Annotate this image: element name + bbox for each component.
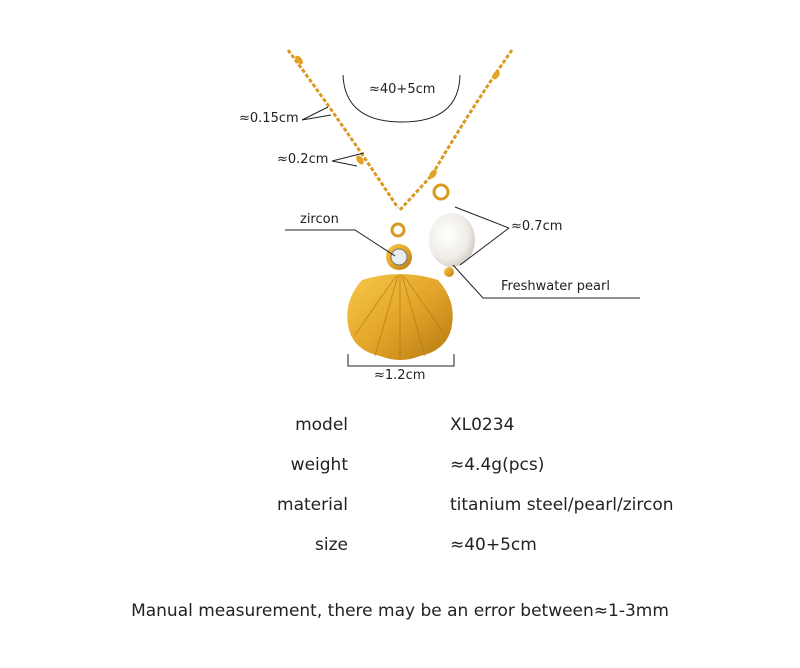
spec-value: XL0234	[450, 415, 515, 435]
chain	[286, 49, 514, 212]
chain-beads	[295, 55, 500, 179]
spec-label: weight	[290, 455, 348, 475]
shell-width-label: ≈1.2cm	[374, 368, 426, 383]
spec-row-size: size ≈40+5cm	[0, 535, 800, 559]
annotation-lines	[285, 74, 640, 367]
length-label: ≈40+5cm	[369, 82, 436, 97]
bead-width-label: ≈0.2cm	[277, 152, 329, 167]
measurement-disclaimer: Manual measurement, there may be an erro…	[131, 601, 669, 621]
spec-value: ≈4.4g(pcs)	[450, 455, 545, 475]
pearl-label: Freshwater pearl	[501, 279, 610, 294]
spec-label: material	[277, 495, 348, 515]
pearl-pendant	[429, 183, 475, 277]
zircon-label: zircon	[300, 212, 339, 227]
spec-row-weight: weight ≈4.4g(pcs)	[0, 455, 800, 479]
spec-label: model	[295, 415, 348, 435]
spec-row-material: material titanium steel/pearl/zircon	[0, 495, 800, 519]
spec-value: ≈40+5cm	[450, 535, 537, 555]
shell-pendant	[347, 222, 453, 360]
spec-row-model: model XL0234	[0, 415, 800, 439]
necklace-illustration	[285, 49, 640, 367]
pearl-size-label: ≈0.7cm	[511, 219, 563, 234]
chain-width-label: ≈0.15cm	[239, 111, 299, 126]
spec-value: titanium steel/pearl/zircon	[450, 495, 674, 515]
spec-label: size	[315, 535, 348, 555]
